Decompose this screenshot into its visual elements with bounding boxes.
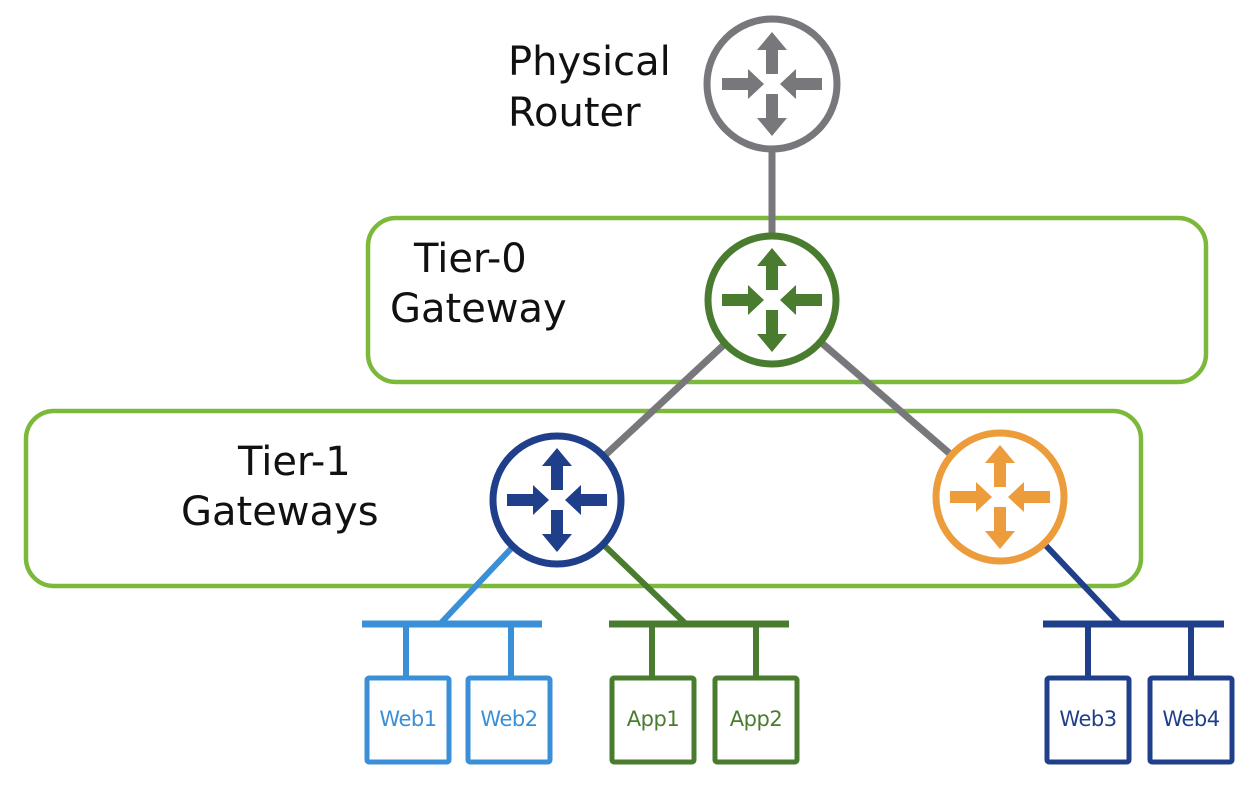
physical-router[interactable] [703,15,841,153]
tier1-label: Tier-1 Gateways [181,439,379,535]
arrow-in-right-icon [565,485,607,515]
vm-box [465,675,553,765]
segment-web-b: Web3 Web4 [1043,543,1235,765]
vm-label: App1 [627,707,679,731]
segments-layer: Web1 Web2 App1 App2 Web3 Web4 [362,543,1235,765]
arrow-in-right-icon [1008,482,1050,512]
physical-router-label-line1: Physical [508,39,671,85]
router-icon [950,445,1050,549]
tier1-label-line2: Gateways [181,489,379,535]
arrow-down-icon [757,94,787,136]
links-layer [603,152,952,457]
arrow-down-icon [757,310,787,352]
routers-layer [489,15,1068,568]
tier0-label-line2: Gateway [390,286,567,332]
arrow-up-icon [757,32,787,74]
vm-box [364,675,452,765]
segment-web-b-uplink [1043,543,1123,627]
physical-router-ring [703,15,841,153]
vm-box [609,675,697,765]
arrow-in-right-icon [780,69,822,99]
vm-web4[interactable]: Web4 [1147,675,1235,765]
arrow-up-icon [542,448,572,490]
vm-app2[interactable]: App2 [712,675,800,765]
tier0-label-line1: Tier-0 [413,236,527,282]
segment-web-a-uplink [437,546,514,627]
arrow-down-icon [542,510,572,552]
vm-label: Web2 [480,707,537,731]
vm-web1[interactable]: Web1 [364,675,452,765]
arrow-in-right-icon [780,285,822,315]
arrow-in-left-icon [722,285,764,315]
physical-router-label-line2: Router [508,90,641,136]
arrow-up-icon [757,248,787,290]
vm-label: Web3 [1059,707,1116,731]
router-icon [722,32,822,136]
tier1-container [23,408,1144,589]
tier1-gateway-orange-ring [932,429,1068,565]
tier0-gateway[interactable] [704,232,840,368]
vm-box [1044,675,1132,765]
segment-app: App1 App2 [603,544,800,765]
tier0-gateway-ring [704,232,840,368]
vm-box [1147,675,1235,765]
physical-router-label: Physical Router [508,39,683,136]
tier1-label-line1: Tier-1 [237,439,351,485]
link-tier0-gateway-to-tier1-gateway-blue [603,343,726,457]
vm-web2[interactable]: Web2 [465,675,553,765]
arrow-up-icon [985,445,1015,487]
vm-label: App2 [730,707,782,731]
arrow-in-left-icon [950,482,992,512]
segment-web-a: Web1 Web2 [362,546,553,765]
tier0-container [365,215,1209,385]
tier1-gateway-blue[interactable] [489,432,625,568]
link-tier0-gateway-to-tier1-gateway-orange [820,341,952,456]
segment-app-uplink [603,544,689,627]
arrow-in-left-icon [507,485,549,515]
vm-box [712,675,800,765]
tier1-gateway-blue-ring [489,432,625,568]
vm-label: Web1 [379,707,436,731]
vm-web3[interactable]: Web3 [1044,675,1132,765]
vm-label: Web4 [1162,707,1219,731]
arrow-in-left-icon [722,69,764,99]
tier1-gateway-orange[interactable] [932,429,1068,565]
vm-app1[interactable]: App1 [609,675,697,765]
router-icon [507,448,607,552]
router-icon [722,248,822,352]
tier0-label: Tier-0 Gateway [390,236,567,332]
arrow-down-icon [985,507,1015,549]
